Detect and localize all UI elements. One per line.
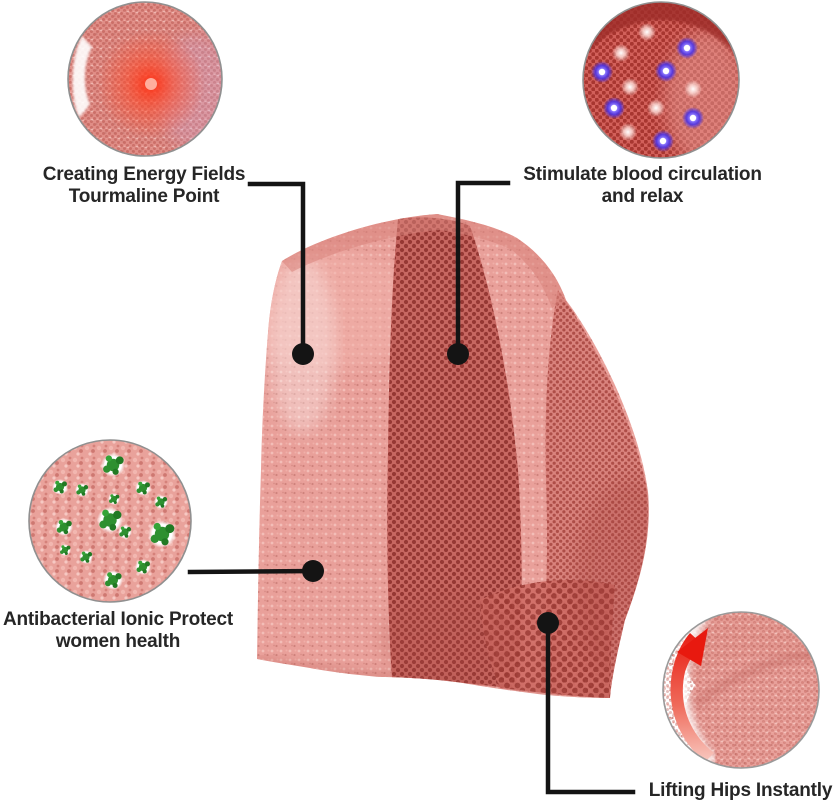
callout-label-antibacterial: Antibacterial Ionic Protect women health — [2, 609, 234, 652]
callout-label-circulation: Stimulate blood circulation and relax — [523, 164, 762, 207]
lift-arrow-icon — [670, 628, 714, 762]
inset-antibacterial-ionic — [28, 439, 192, 603]
front-mesh-band — [387, 217, 522, 690]
shorts-product-photo — [257, 214, 649, 698]
leader-line-antibacterial — [187, 568, 316, 575]
leader-line-circulation — [455, 180, 511, 355]
inset-tourmaline-point — [67, 1, 223, 157]
leader-line-tourmaline — [247, 181, 306, 355]
leader-dot-lifting — [537, 612, 559, 634]
leader-dot-tourmaline — [292, 343, 314, 365]
leader-line-lifting — [545, 622, 636, 795]
callout-label-tourmaline: Creating Energy Fields Tourmaline Point — [42, 164, 246, 207]
inset-lifting-hips — [662, 611, 820, 769]
leader-dot-antibacterial — [302, 560, 324, 582]
waistband — [282, 214, 566, 308]
callout-label-lifting: Lifting Hips Instantly — [648, 780, 833, 800]
inset-blood-circulation — [582, 1, 740, 159]
ionic-microbes-icon — [52, 453, 176, 590]
leader-dot-circulation — [447, 343, 469, 365]
